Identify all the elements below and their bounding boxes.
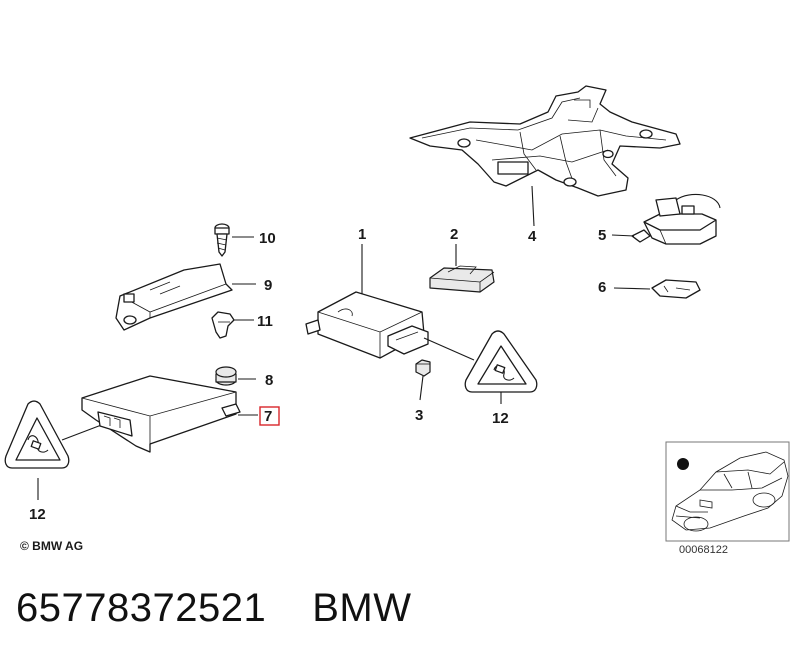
vehicle-thumbnail: 00068122 <box>665 441 790 556</box>
callout-10[interactable]: 10 <box>259 230 276 247</box>
callout-4[interactable]: 4 <box>528 228 537 245</box>
part-12-warning-triangle-left <box>4 400 70 469</box>
part-5-sensor <box>631 193 721 245</box>
caption: 65778372521 BMW <box>16 586 411 631</box>
callout-3[interactable]: 3 <box>415 407 423 424</box>
callout-7-highlight-box <box>259 406 280 426</box>
callout-7[interactable]: 7 <box>264 408 272 425</box>
callout-2[interactable]: 2 <box>450 226 458 243</box>
part-11-clip <box>211 311 235 339</box>
part-10-screw <box>214 223 230 257</box>
brand-name: BMW <box>312 586 412 630</box>
part-2-pad <box>429 265 495 293</box>
callout-9[interactable]: 9 <box>264 277 272 294</box>
callout-11[interactable]: 11 <box>257 313 273 330</box>
callout-12-right[interactable]: 12 <box>492 410 509 427</box>
callout-6[interactable]: 6 <box>598 279 606 296</box>
callout-12-left[interactable]: 12 <box>29 506 46 523</box>
part-7-control-unit <box>81 375 241 453</box>
part-9-bracket <box>115 263 233 331</box>
part-1-control-unit <box>305 291 429 359</box>
part-3-nut <box>415 359 431 377</box>
callout-1[interactable]: 1 <box>358 226 366 243</box>
callout-5[interactable]: 5 <box>598 227 606 244</box>
copyright-notice: © BMW AG <box>20 539 84 553</box>
part-4-harness-mat <box>409 85 681 197</box>
part-8-grommet <box>215 366 237 386</box>
part-number: 65778372521 <box>16 586 267 630</box>
thumbnail-code: 00068122 <box>679 544 728 556</box>
part-6-clip <box>651 279 701 299</box>
location-dot-icon <box>677 458 689 470</box>
callout-8[interactable]: 8 <box>265 372 273 389</box>
part-12-warning-triangle-right <box>464 330 538 393</box>
